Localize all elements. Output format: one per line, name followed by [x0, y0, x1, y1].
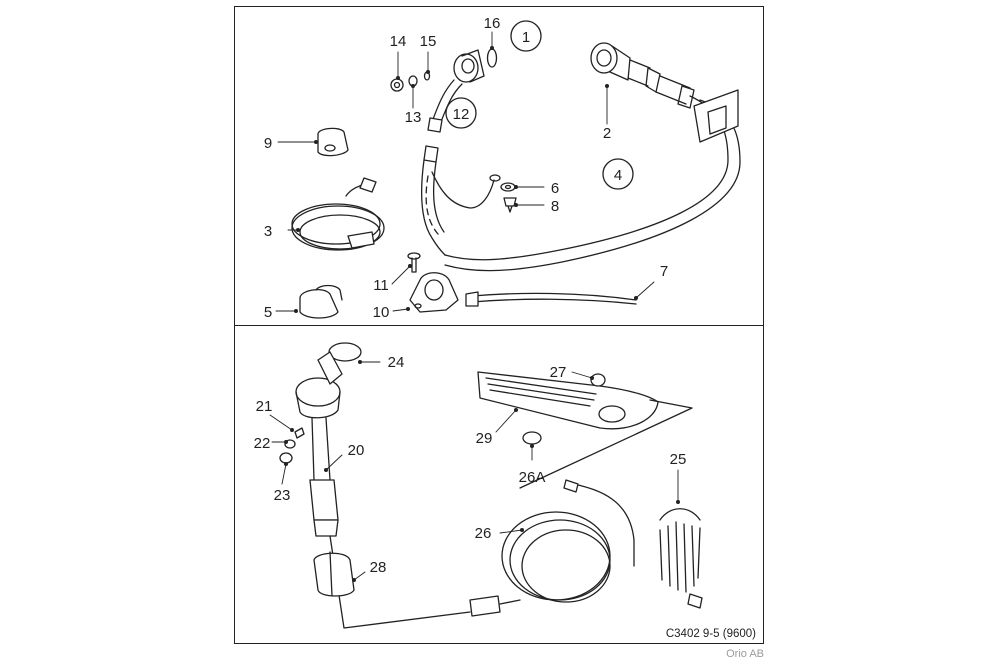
clip-drawing — [299, 284, 343, 319]
socket-hose-drawing — [427, 48, 498, 133]
label-part-28: 28 — [370, 559, 387, 576]
bracket-screw-drawing — [407, 252, 459, 313]
label-part-26a: 26A — [519, 469, 546, 486]
seal-rings-drawing — [390, 71, 431, 92]
small-fittings-drawing — [279, 427, 305, 464]
leader-dots — [284, 46, 680, 582]
callout-circle-4 — [602, 158, 634, 190]
label-part-25: 25 — [670, 451, 687, 468]
label-part-29: 29 — [476, 430, 493, 447]
grille-insert-drawing — [477, 371, 693, 489]
drawing-code: C3402 9-5 (9600) — [665, 628, 756, 640]
extension-cable-drawing — [469, 479, 635, 617]
cable-clip-drawing — [317, 127, 349, 157]
grommet-drawing — [522, 431, 542, 445]
label-part-21: 21 — [256, 398, 273, 415]
label-part-24: 24 — [388, 354, 405, 371]
label-part-27: 27 — [550, 364, 567, 381]
section-divider — [234, 325, 764, 326]
mains-cable-drawing — [659, 508, 703, 609]
label-part-16: 16 — [484, 15, 501, 32]
callout-circle-12 — [445, 97, 477, 129]
label-part-22: 22 — [254, 435, 271, 452]
callout-circle-1 — [510, 20, 542, 52]
label-part-1: 1 — [522, 29, 530, 46]
label-part-15: 15 — [420, 33, 437, 50]
label-part-5: 5 — [264, 304, 272, 321]
label-part-7: 7 — [660, 263, 668, 280]
label-part-8: 8 — [551, 198, 559, 215]
plug-drawing — [590, 373, 606, 387]
label-part-13: 13 — [405, 109, 422, 126]
label-part-3: 3 — [264, 223, 272, 240]
cable-tie-drawing — [465, 291, 637, 307]
label-part-20: 20 — [348, 442, 365, 459]
label-part-4: 4 — [614, 167, 622, 184]
label-part-23: 23 — [274, 487, 291, 504]
socket-assembly-drawing — [295, 351, 471, 629]
label-part-6: 6 — [551, 180, 559, 197]
credit-text: Orio AB — [726, 648, 764, 660]
heater-element-drawing — [444, 42, 741, 272]
label-part-9: 9 — [264, 135, 272, 152]
label-part-12: 12 — [453, 106, 470, 123]
cable-clip-lower-drawing — [313, 551, 355, 597]
washer-screw-drawing — [500, 182, 517, 213]
label-part-14: 14 — [390, 33, 407, 50]
leader-lines — [269, 31, 679, 581]
coiled-cable-drawing — [291, 177, 385, 251]
heater-cable-drawing — [420, 145, 501, 256]
label-part-2: 2 — [603, 125, 611, 142]
label-part-10: 10 — [373, 304, 390, 321]
label-part-11: 11 — [373, 277, 389, 294]
label-part-26: 26 — [475, 525, 492, 542]
